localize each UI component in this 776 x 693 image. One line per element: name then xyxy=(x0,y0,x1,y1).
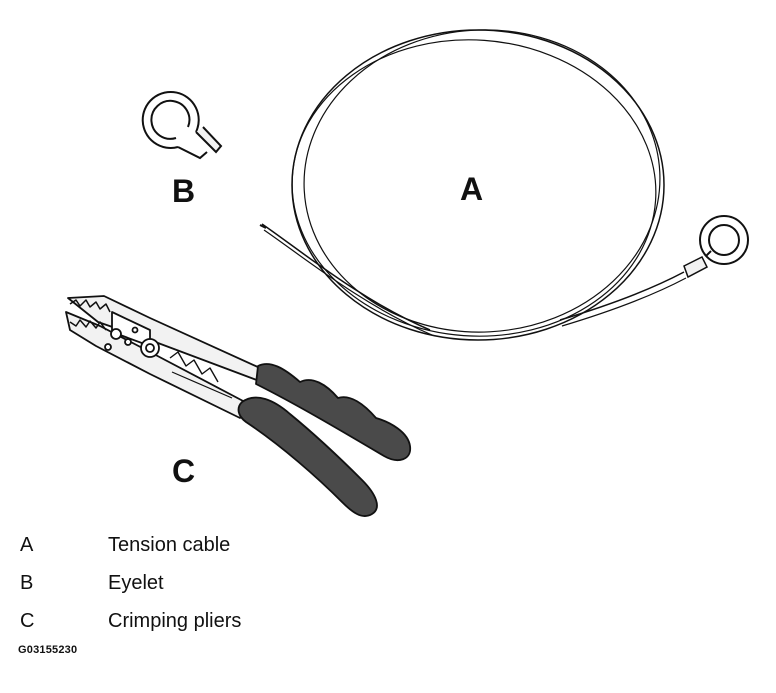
legend-description: Tension cable xyxy=(108,534,231,556)
legend-key: A xyxy=(20,534,34,556)
parts-illustration: A B C xyxy=(65,29,749,517)
callout-c: C xyxy=(172,453,195,489)
legend-description: Eyelet xyxy=(108,572,164,594)
legend-key: B xyxy=(20,572,34,594)
callout-a: A xyxy=(460,171,483,207)
eyelet-part xyxy=(141,90,223,160)
callout-b: B xyxy=(172,173,195,209)
tension-cable-part xyxy=(259,29,749,341)
legend-key: C xyxy=(20,610,35,632)
figure-id: G03155230 xyxy=(18,644,78,656)
crimping-pliers-part xyxy=(65,295,411,517)
legend-description: Crimping pliers xyxy=(108,610,242,632)
